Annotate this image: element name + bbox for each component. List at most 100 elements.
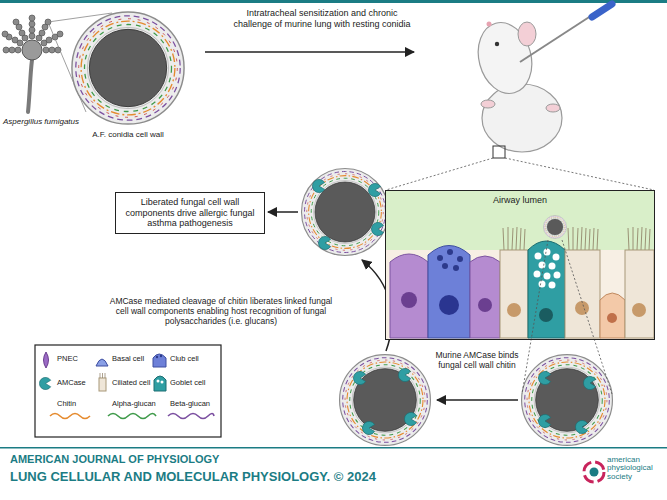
- step-label: AMCase mediated cleavage of chitin liber…: [106, 296, 336, 327]
- aspergillus-figure: [12, 37, 18, 43]
- legend-icons: [160, 355, 162, 357]
- conidium-cleaved: [302, 169, 389, 256]
- amcase-molecules: [583, 376, 595, 389]
- legend-icons: [44, 352, 49, 368]
- airway-epithelium: [470, 256, 500, 338]
- legend-icons: [39, 352, 214, 419]
- legend-text: PNEC: [57, 354, 78, 363]
- legend-text: Goblet cell: [170, 378, 205, 387]
- mouse-figure: [495, 42, 499, 46]
- airway-epithelium: [507, 303, 521, 317]
- mouse-figure: [471, 16, 540, 99]
- legend-icons: [156, 356, 158, 358]
- airway-epithelium: [544, 273, 551, 280]
- airway-epithelium: [534, 249, 561, 289]
- society-logo: [590, 468, 599, 477]
- airway-epithelium: [447, 249, 453, 255]
- legend-icons: [153, 354, 166, 367]
- airway-epithelium: [543, 215, 566, 238]
- airway-epithelium: [632, 303, 646, 317]
- legend-text: Club cell: [170, 354, 199, 363]
- airway-epithelium: [522, 240, 548, 394]
- airway-epithelium: [549, 263, 556, 270]
- airway-epithelium: [593, 228, 594, 250]
- legend-icons: [105, 373, 106, 378]
- airway-epithelium: [625, 250, 654, 338]
- aspergillus-figure: [3, 47, 9, 53]
- mouse-figure: [481, 100, 495, 108]
- mouse-figure: [386, 4, 654, 190]
- airway-epithelium: [457, 256, 463, 262]
- mouse-figure: [546, 104, 560, 112]
- airway-epithelium: [597, 229, 598, 250]
- airway-epithelium: [439, 295, 459, 315]
- mouse-figure: [493, 146, 505, 158]
- amcase-molecules: [371, 222, 383, 235]
- airway-epithelium: [390, 254, 428, 338]
- amcase-molecules: [353, 371, 365, 384]
- aspergillus-figure: [57, 31, 63, 37]
- step-label: Murine AMCase binds fungal cell wall chi…: [435, 350, 519, 370]
- amcase-molecules: [368, 183, 380, 196]
- conidium-bound: [522, 355, 613, 446]
- aspergillus-figure: [43, 47, 49, 53]
- legend-icons: [161, 381, 164, 384]
- airway-epithelium: [385, 190, 655, 250]
- amcase-molecules: [404, 412, 416, 425]
- airway-epithelium: [575, 301, 589, 315]
- airway-epithelium: [453, 265, 459, 271]
- legend-icons: [50, 414, 90, 419]
- aspergillus-figure: [28, 60, 32, 112]
- legend-frame: [35, 345, 221, 437]
- airway-epithelium: [500, 250, 528, 338]
- legend-icons: [100, 373, 101, 378]
- aspergillus-figure: [13, 19, 19, 25]
- airway-epithelium: [437, 249, 463, 271]
- legend-icons: [154, 376, 166, 391]
- airway-epithelium: [534, 271, 541, 278]
- airway-epithelium: [637, 228, 638, 250]
- airway-epithelium: [535, 253, 542, 260]
- legend-icons: [99, 378, 106, 391]
- airway-epithelium: [524, 229, 525, 250]
- aspergillus-figure: [19, 30, 25, 36]
- aspergillus-figure: [9, 47, 15, 53]
- mouse-figure: [482, 84, 562, 152]
- airway-epithelium: [585, 228, 586, 250]
- aspergillus-figure: [46, 37, 52, 43]
- amcase-molecules: [312, 179, 324, 192]
- airway-epithelium: [512, 228, 513, 250]
- legend-icons: [96, 359, 108, 366]
- outcome-box: Liberated fungal cell wall components dr…: [115, 192, 265, 235]
- mouse-figure: [505, 158, 654, 190]
- airway-epithelium: [589, 229, 590, 250]
- aspergillus-figure: [49, 47, 55, 53]
- society-name: american physiological society: [607, 456, 663, 481]
- legend-entry: Ciliated cell: [112, 379, 150, 388]
- legend-text: Beta-glucan: [170, 399, 210, 408]
- airway-epithelium: [649, 229, 650, 250]
- airway-epithelium: [385, 190, 655, 340]
- amcase-molecules: [575, 420, 587, 433]
- society-logo: [584, 462, 604, 482]
- airway-epithelium: [508, 227, 509, 250]
- legend-icons: [168, 414, 214, 419]
- aspergillus-figure: [29, 21, 35, 27]
- legend-entry: Club cell: [170, 355, 199, 364]
- amcase-molecules: [398, 368, 410, 381]
- airway-epithelium: [600, 293, 625, 338]
- airway-epithelium: [539, 308, 553, 322]
- legend-text: Ciliated cell: [112, 378, 150, 387]
- airway-epithelium: [554, 272, 561, 279]
- legend-icons: [102, 373, 103, 378]
- aspergillus-figure: [2, 31, 8, 37]
- airway-epithelium: [549, 282, 556, 289]
- aspergillus-figure: [15, 47, 21, 53]
- airway-epithelium: [539, 281, 546, 288]
- airway-epithelium: [428, 246, 470, 339]
- airway-epithelium: [503, 228, 504, 250]
- mouse-figure: [520, 10, 600, 62]
- amcase-molecules: [318, 236, 330, 249]
